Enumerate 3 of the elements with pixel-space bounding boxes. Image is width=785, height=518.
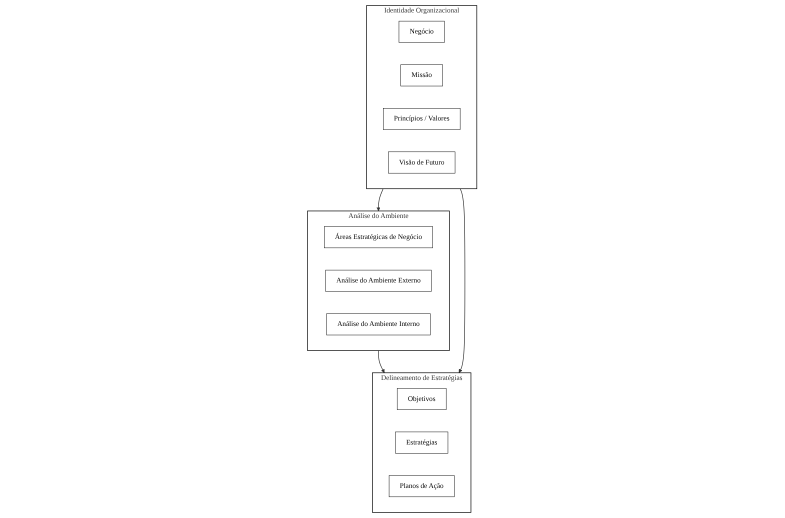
arrow <box>378 350 385 373</box>
arrow <box>459 188 466 373</box>
arrow <box>376 188 384 212</box>
